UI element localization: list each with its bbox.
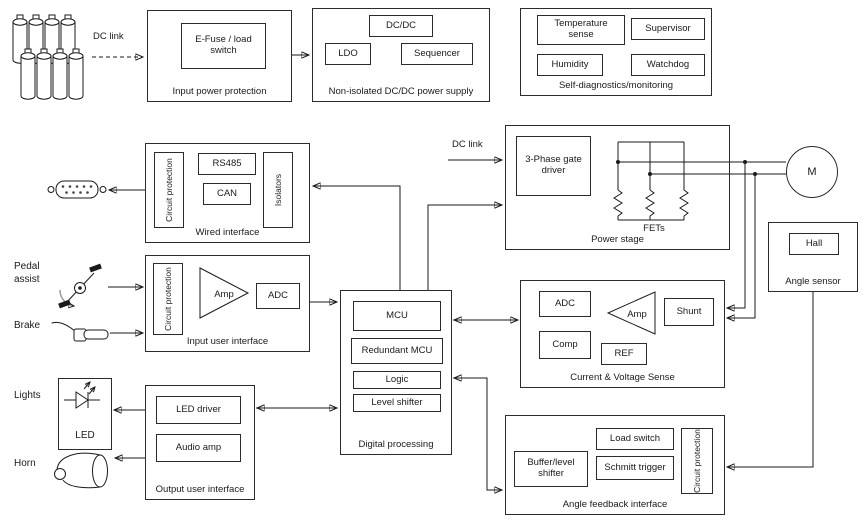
schmitt-trigger-box: Schmitt trigger — [596, 456, 674, 480]
battery-cells-icon — [12, 14, 84, 100]
isolators-label: Isolators — [273, 173, 283, 207]
connection-digital-angle-feedback — [453, 378, 502, 490]
horn-icon — [54, 452, 108, 489]
sense-adc-box: ADC — [539, 291, 591, 317]
block-input-user-interface: Input user interface Circuit protection … — [145, 255, 310, 352]
block-title-wired-interface: Wired interface — [195, 227, 260, 238]
block-diagnostics: Self-diagnostics/monitoring Temperature … — [520, 8, 712, 96]
humidity-box: Humidity — [537, 54, 603, 76]
ref-box: REF — [601, 343, 647, 365]
block-input-power-protection: Input power protection E-Fuse / load swi… — [147, 10, 292, 102]
horn-label: Horn — [14, 458, 36, 469]
angle-circuit-protection-box: Circuit protection — [681, 428, 713, 494]
connection-digital-to-power-stage — [427, 205, 502, 290]
isolators-box: Isolators — [263, 152, 293, 228]
block-power-stage: Power stage 3-Phase gate driver FETs — [505, 125, 730, 250]
connection-angle-sensor-to-angle-feedback — [727, 292, 814, 467]
brake-lever-icon — [51, 321, 109, 342]
angle-circuit-protection-label: Circuit protection — [692, 429, 702, 493]
input-adc-box: ADC — [256, 283, 300, 309]
sense-amp-label: Amp — [627, 308, 647, 320]
block-title-angle-sensor: Angle sensor — [785, 276, 841, 287]
level-shifter-box: Level shifter — [353, 394, 441, 412]
redundant-mcu-box: Redundant MCU — [351, 338, 443, 364]
db9-connector-icon — [47, 180, 107, 199]
buffer-level-shifter-box: Buffer/level shifter — [514, 451, 588, 487]
sequencer-box: Sequencer — [401, 43, 473, 65]
block-title-angle-feedback-interface: Angle feedback interface — [562, 499, 668, 510]
block-title-input-user-interface: Input user interface — [186, 336, 269, 347]
block-output-user-interface: Output user interface LED driver Audio a… — [145, 385, 255, 500]
lights-label: Lights — [14, 390, 41, 401]
input-circuit-protection-label: Circuit protection — [163, 267, 173, 331]
block-title-diagnostics: Self-diagnostics/monitoring — [558, 80, 674, 91]
fets-label: FETs — [643, 222, 665, 234]
dc-link-right-label: DC link — [452, 139, 483, 150]
motor-circle-icon: M — [786, 146, 838, 198]
ldo-box: LDO — [325, 43, 371, 65]
hall-box: Hall — [789, 233, 839, 255]
block-title-digital-processing: Digital processing — [358, 439, 434, 450]
temperature-sense-box: Temperature sense — [537, 15, 625, 45]
audio-amp-box: Audio amp — [156, 434, 241, 462]
comp-box: Comp — [539, 331, 591, 359]
block-wired-interface: Wired interface Circuit protection RS485… — [145, 143, 310, 243]
dc-link-top-label: DC link — [93, 31, 124, 42]
watchdog-box: Watchdog — [631, 54, 705, 76]
block-current-voltage-sense: Current & Voltage Sense ADC Amp Shunt Co… — [520, 280, 725, 388]
led-caption: LED — [75, 430, 95, 441]
block-title-power-stage: Power stage — [591, 234, 644, 245]
shunt-box: Shunt — [664, 298, 714, 326]
block-dcdc-supply: Non-isolated DC/DC power supply DC/DC LD… — [312, 8, 490, 102]
led-box: LED — [58, 378, 112, 450]
load-switch-box: Load switch — [596, 428, 674, 450]
wired-circuit-protection-label: Circuit protection — [164, 158, 174, 222]
supervisor-box: Supervisor — [631, 18, 705, 40]
block-angle-feedback-interface: Angle feedback interface Load switch Buf… — [505, 415, 725, 515]
gate-driver-box: 3-Phase gate driver — [516, 136, 591, 196]
block-angle-sensor: Angle sensor Hall — [768, 222, 858, 292]
efuse-load-switch-box: E-Fuse / load switch — [181, 23, 266, 69]
block-digital-processing: Digital processing MCU Redundant MCU Log… — [340, 290, 452, 455]
block-title-input-power-protection: Input power protection — [172, 86, 267, 97]
rs485-box: RS485 — [198, 153, 256, 175]
mcu-box: MCU — [353, 301, 441, 331]
connection-phase-to-current-sense — [727, 160, 757, 318]
block-title-dcdc-supply: Non-isolated DC/DC power supply — [328, 86, 474, 97]
led-driver-box: LED driver — [156, 396, 241, 424]
block-title-output-user-interface: Output user interface — [155, 484, 245, 495]
logic-box: Logic — [353, 371, 441, 389]
brake-label: Brake — [14, 320, 41, 331]
can-box: CAN — [203, 183, 251, 205]
input-circuit-protection-box: Circuit protection — [153, 263, 183, 335]
pedal-crank-icon — [58, 263, 102, 306]
pedal-assist-label: Pedal assist — [14, 261, 40, 285]
connection-digital-to-wired — [313, 186, 401, 290]
block-title-current-voltage-sense: Current & Voltage Sense — [570, 372, 675, 383]
input-amp-label: Amp — [214, 288, 234, 300]
dcdc-box: DC/DC — [369, 15, 433, 37]
wired-circuit-protection-box: Circuit protection — [154, 152, 184, 228]
